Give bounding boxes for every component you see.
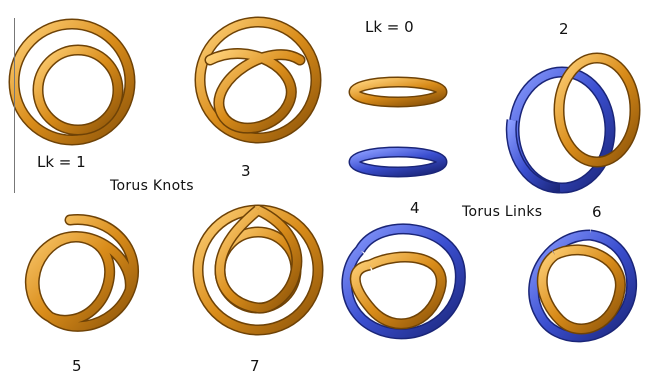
link-six xyxy=(534,235,632,337)
label-lk-zero: Lk = 0 xyxy=(365,20,414,35)
knot-trefoil xyxy=(200,22,316,138)
label-5: 5 xyxy=(72,359,82,374)
label-3: 3 xyxy=(241,164,251,179)
label-torus-knots: Torus Knots xyxy=(110,179,194,193)
divider-line xyxy=(14,18,15,193)
knot-lk1 xyxy=(14,24,130,140)
link-hopf xyxy=(511,58,635,188)
link-unlinked xyxy=(354,82,442,172)
label-6: 6 xyxy=(592,205,602,220)
knot-five xyxy=(30,220,133,327)
label-2: 2 xyxy=(559,22,569,37)
link-four xyxy=(347,229,461,334)
label-7: 7 xyxy=(250,359,260,374)
label-lk-one: Lk = 1 xyxy=(37,155,86,170)
knot-seven xyxy=(198,210,318,330)
label-4: 4 xyxy=(410,201,420,216)
label-torus-links: Torus Links xyxy=(462,205,542,219)
